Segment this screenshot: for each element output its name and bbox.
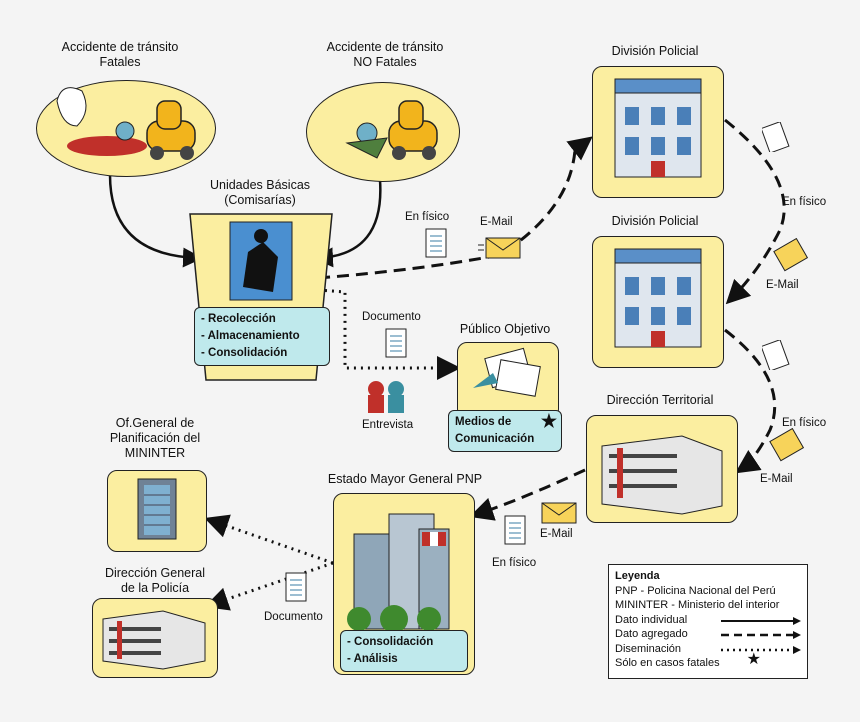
task-item: - Análisis (347, 653, 398, 665)
document-icon (762, 340, 790, 370)
document-icon (425, 228, 447, 258)
accidente-nofatal-node (306, 82, 460, 182)
legend-label: Dato individual (615, 613, 688, 626)
documento-label: Documento (362, 311, 421, 323)
police-building-icon (614, 78, 702, 178)
legend-label: Diseminación (615, 642, 682, 655)
en-fisico-label: En físico (782, 196, 827, 208)
unidades-tasks-box: - Recolección - Almacenamiento - Consoli… (194, 307, 330, 366)
division-policial-1-label: División Policial (611, 44, 699, 58)
legend-line: MININTER - Ministerio del interior (615, 599, 780, 611)
document-icon (385, 328, 407, 358)
of-general-label: Of.General de Planificación del MININTER (109, 416, 201, 460)
interview-icon (368, 381, 404, 413)
legend-item-individual: Dato individual (615, 613, 801, 628)
legend-box: Leyenda PNP - Policina Nacional del Perú… (608, 564, 808, 679)
arrow-nofatal-to-unidades (313, 179, 382, 268)
document-icon (762, 122, 790, 152)
office-tower-icon (137, 478, 177, 540)
legend-item-agregado: Dato agregado (615, 627, 801, 642)
legend-title: Leyenda (615, 570, 660, 582)
estado-tasks-box: - Consolidación - Análisis (340, 630, 468, 672)
direccion-general-label: Dirección General de la Policía (104, 566, 206, 595)
unidades-basicas-label: Unidades Básicas (Comisarías) (209, 178, 311, 207)
medios-comunicacion-box: Medios de Comunicación ★ (448, 410, 562, 452)
email-label: E-Mail (480, 216, 513, 228)
en-fisico-label: En físico (492, 557, 537, 569)
division-policial-2-label: División Policial (611, 214, 699, 228)
police-building-icon (614, 248, 702, 348)
envelope-icon (769, 427, 805, 462)
arrow-estado-to-dirgeneral (204, 561, 334, 611)
en-fisico-label: En físico (405, 211, 450, 223)
accidente-nofatal-label: Accidente de tránsito NO Fatales (326, 40, 444, 69)
papers-icon (473, 347, 541, 397)
documento-label: Documento (264, 611, 323, 623)
legend-item-diseminacion: Diseminación (615, 642, 801, 657)
en-fisico-label: En físico (782, 417, 827, 429)
office-building-icon (102, 610, 206, 670)
estado-mayor-label: Estado Mayor General PNP (327, 472, 483, 486)
arrow-unidades-to-division (317, 136, 593, 280)
division-policial-1-node (592, 66, 724, 198)
direccion-general-node (92, 598, 218, 678)
legend-label: Sólo en casos fatales (615, 657, 720, 669)
email-label: E-Mail (766, 279, 799, 291)
document-icon (504, 515, 526, 545)
arrow-estado-to-ofgeneral (204, 514, 334, 565)
division-policial-2-node (592, 236, 724, 368)
arrow-fatal-to-unidades (108, 174, 203, 268)
medios-label: Medios de Comunicación (455, 416, 535, 445)
entrevista-label: Entrevista (362, 419, 414, 431)
legend-item-fatales: Sólo en casos fatales ★ (615, 651, 801, 671)
accidente-fatal-label: Accidente de tránsito Fatales (61, 40, 179, 69)
task-item: - Recolección (201, 313, 276, 325)
office-building-icon (601, 435, 723, 515)
task-item: - Consolidación (201, 347, 288, 359)
arrow-division-to-direccion (724, 328, 777, 474)
of-general-node (107, 470, 207, 552)
direccion-territorial-label: Dirección Territorial (606, 393, 714, 407)
email-label: E-Mail (760, 473, 793, 485)
email-label: E-Mail (540, 528, 573, 540)
legend-line: PNP - Policina Nacional del Perú (615, 584, 776, 597)
dashed-arrow-icon (721, 631, 801, 639)
headquarters-building-icon (347, 513, 450, 633)
publico-objetivo-node (457, 342, 559, 419)
direccion-territorial-node (586, 415, 738, 523)
arrow-division-to-division (724, 118, 786, 305)
envelope-icon (478, 237, 521, 259)
envelope-icon (773, 237, 809, 272)
envelope-icon (541, 502, 577, 524)
star-icon: ★ (540, 411, 557, 431)
document-icon (285, 572, 307, 602)
task-item: - Almacenamiento (201, 330, 300, 342)
solid-arrow-icon (721, 616, 801, 625)
crash-illustration-icon (345, 100, 438, 160)
arrow-direccion-to-estado (469, 468, 586, 521)
crash-illustration-icon (56, 87, 196, 160)
star-icon: ★ (746, 651, 761, 668)
dotted-arrow-icon (721, 645, 801, 654)
legend-label: Dato agregado (615, 628, 688, 640)
publico-objetivo-label: Público Objetivo (459, 322, 551, 336)
accidente-fatal-node (36, 80, 216, 177)
task-item: - Consolidación (347, 636, 434, 648)
